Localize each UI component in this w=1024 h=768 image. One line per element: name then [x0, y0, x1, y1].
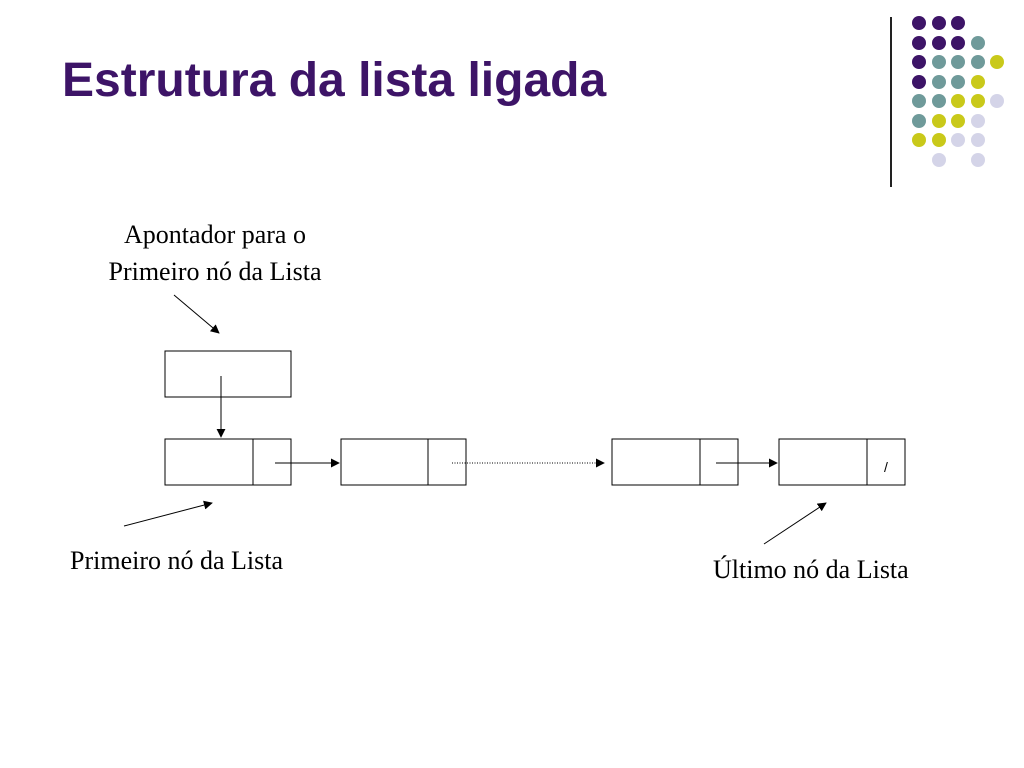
null-pointer-marker: / [884, 459, 888, 475]
decorative-dot [951, 94, 965, 108]
node-4-data-field [778, 438, 868, 486]
decorative-dot [931, 113, 946, 128]
node-2-next-field [427, 438, 467, 486]
node-2 [340, 438, 467, 486]
decorative-dot [970, 74, 985, 89]
pointer-label-line-1: Apontador para o [124, 220, 306, 249]
decorative-dot [912, 16, 926, 30]
decorative-dot [970, 133, 985, 147]
decorative-dot [970, 55, 985, 69]
node-2-data-field [340, 438, 429, 486]
node-1-next-field [252, 438, 292, 486]
decorative-dot [931, 35, 946, 50]
decorative-dot [931, 74, 946, 89]
decorative-divider-line [890, 17, 892, 187]
node-1-data-field [164, 438, 254, 486]
decorative-dot [912, 55, 926, 69]
pointer-label: Apontador para o Primeiro nó da Lista [70, 216, 360, 290]
decorative-dot [951, 74, 965, 89]
last-node-label-arrow [763, 502, 827, 545]
decorative-dot [912, 35, 926, 50]
decorative-dot [951, 35, 965, 50]
decorative-dot [912, 94, 926, 108]
first-node-label-arrow [123, 500, 213, 527]
head-pointer-box [164, 350, 292, 398]
decorative-dot [931, 55, 946, 69]
decorative-dot [912, 113, 926, 128]
decorative-dot [951, 55, 965, 69]
first-node-label: Primeiro nó da Lista [70, 546, 284, 575]
node-1 [164, 438, 292, 486]
slide-title: Estrutura da lista ligada [62, 54, 607, 107]
node-4: / [778, 438, 906, 486]
decorative-dot [951, 16, 965, 30]
decorative-dot [931, 94, 946, 108]
pointer-label-line-2: Primeiro nó da Lista [108, 257, 322, 286]
decorative-dot [912, 133, 926, 147]
node-3-next-field [699, 438, 739, 486]
decorative-dot [931, 16, 946, 30]
last-node-label: Último nó da Lista [713, 555, 909, 584]
decorative-dot [912, 74, 926, 89]
decorative-dot [970, 152, 985, 167]
decorative-dot [951, 113, 965, 128]
decorative-dot [931, 133, 946, 147]
decorative-dot [951, 133, 965, 147]
decorative-dot [970, 113, 985, 128]
pointer-label-arrow [173, 294, 220, 334]
node-3 [611, 438, 739, 486]
decorative-dot [970, 35, 985, 50]
node-4-next-field [866, 438, 906, 486]
decorative-dot [990, 94, 1004, 108]
decorative-dot [970, 94, 985, 108]
node-3-data-field [611, 438, 701, 486]
decorative-dot [990, 55, 1004, 69]
decorative-dot [931, 152, 946, 167]
